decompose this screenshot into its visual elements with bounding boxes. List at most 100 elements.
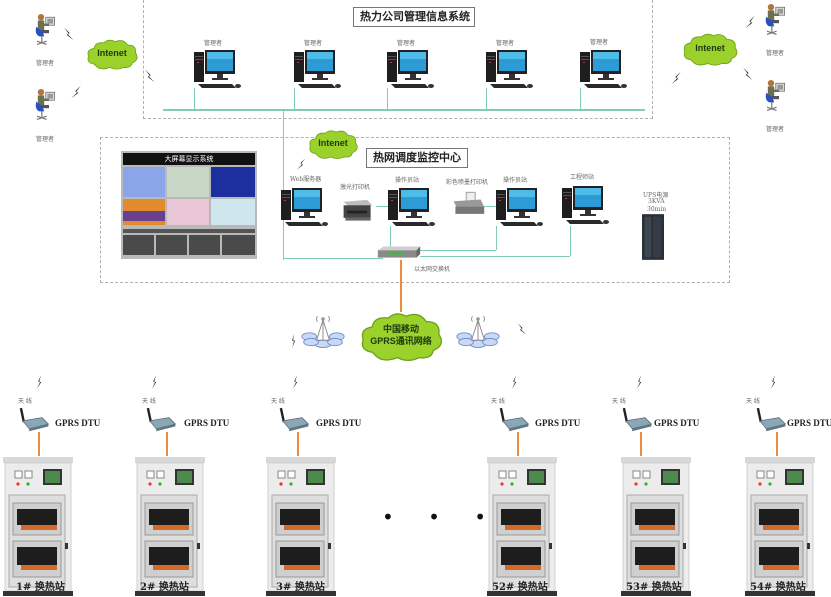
remote-user-label: 管理者	[766, 50, 785, 57]
wireless-bolt-icon	[764, 372, 783, 392]
terminal-label: 管理者	[590, 39, 609, 46]
gprs-dtu-icon	[278, 408, 310, 432]
control-cabinet-icon	[745, 457, 815, 597]
laser-printer-icon	[340, 194, 376, 222]
ethernet-switch-icon	[376, 246, 422, 260]
ups-capacity: 3KVA	[648, 198, 665, 205]
fiber-link	[400, 260, 402, 312]
gprs-dtu-icon	[755, 408, 787, 432]
web-server-icon	[279, 186, 329, 230]
lan-drop	[387, 88, 388, 109]
lan-trunk	[283, 110, 284, 260]
mis-system-title: 热力公司管理信息系统	[353, 7, 475, 27]
terminal-label: 管理者	[204, 40, 223, 47]
fiber-link	[517, 432, 519, 456]
fiber-link	[640, 432, 642, 456]
wireless-bolt-icon	[514, 322, 530, 336]
device-label: 工程师站	[570, 174, 595, 181]
control-cabinet-icon	[135, 457, 205, 597]
mis-system-boundary	[143, 0, 653, 119]
station-name: 52# 换热站	[492, 582, 548, 593]
wireless-bolt-icon	[742, 14, 758, 30]
monitor-center-boundary	[100, 137, 730, 283]
dtu-label: GPRS DTU	[535, 418, 581, 428]
lan-drop	[294, 88, 295, 109]
gprs-dtu-icon	[18, 408, 50, 432]
computer-icon	[578, 48, 628, 92]
computer-icon	[192, 48, 242, 92]
control-cabinet-icon	[621, 457, 691, 597]
antenna-label: 天 线	[746, 398, 760, 405]
wireless-bolt-icon	[145, 372, 164, 392]
device-label: 激光打印机	[340, 184, 371, 191]
wireless-bolt-icon	[630, 372, 649, 392]
device-label: 彩色喷墨打印机	[446, 179, 489, 186]
inkjet-printer-icon	[450, 190, 486, 218]
station-name: 54# 换热站	[750, 582, 806, 593]
remote-user-icon	[33, 12, 57, 48]
ellipsis-more-stations: • • •	[382, 505, 501, 529]
computer-icon	[385, 48, 435, 92]
big-screen-title: 大屏幕显示系统	[164, 155, 214, 163]
wireless-bolt-icon	[505, 372, 524, 392]
computer-icon	[292, 48, 342, 92]
fiber-link	[38, 432, 40, 456]
lan-drop	[486, 88, 487, 109]
internet-cloud-center: Intenet	[306, 127, 360, 161]
ups-cabinet-icon	[642, 214, 664, 260]
control-cabinet-icon	[487, 457, 557, 597]
device-label: Web服务器	[290, 176, 322, 183]
antenna-label: 天 线	[18, 398, 32, 405]
ups-label: UPS电源	[643, 192, 669, 199]
station-name: 3# 换热站	[276, 582, 325, 593]
engineer-station-icon	[560, 184, 610, 228]
antenna-label: 天 线	[142, 398, 156, 405]
remote-user-label: 管理者	[766, 126, 785, 133]
cloud-label: Intenet	[695, 43, 725, 53]
terminal-label: 管理者	[397, 40, 416, 47]
antenna-label: 天 线	[491, 398, 505, 405]
fiber-link	[776, 432, 778, 456]
gprs-network-label-line2: GPRS通讯网络	[370, 336, 432, 346]
control-cabinet-icon	[266, 457, 336, 597]
cloud-label: Intenet	[97, 48, 127, 58]
fiber-link	[297, 432, 299, 456]
wireless-bolt-icon	[68, 84, 84, 100]
dtu-label: GPRS DTU	[316, 418, 362, 428]
station-name: 53# 换热站	[626, 582, 682, 593]
antenna-label: 天 线	[271, 398, 285, 405]
video-wall-icon	[121, 151, 257, 259]
computer-icon	[484, 48, 534, 92]
dtu-label: GPRS DTU	[184, 418, 230, 428]
remote-user-icon	[763, 2, 787, 38]
cloud-label: Intenet	[318, 138, 348, 148]
dtu-label: GPRS DTU	[55, 418, 101, 428]
lan-link	[496, 226, 497, 250]
wireless-bolt-icon	[286, 372, 305, 392]
terminal-label: 管理者	[496, 40, 515, 47]
ups-duration: 30min	[647, 206, 667, 213]
lan-link	[283, 258, 383, 259]
device-label: 操作员站	[395, 177, 420, 184]
station-name: 1# 换热站	[16, 582, 65, 593]
lan-link	[420, 256, 570, 257]
lan-link	[484, 206, 496, 207]
antenna-label: 天 线	[612, 398, 626, 405]
monitor-center-title: 热网调度监控中心	[366, 148, 468, 168]
wireless-bolt-icon	[30, 372, 49, 392]
gprs-dtu-icon	[498, 408, 530, 432]
mis-lan-bus	[163, 109, 645, 111]
device-label: 操作员站	[503, 177, 528, 184]
internet-cloud-right: Intenet	[680, 30, 740, 68]
fiber-link	[166, 432, 168, 456]
gprs-dtu-icon	[621, 408, 653, 432]
lan-link	[376, 206, 388, 207]
lan-link	[390, 226, 391, 248]
gprs-dtu-icon	[145, 408, 177, 432]
remote-user-label: 管理者	[36, 136, 55, 143]
cell-tower-icon	[455, 312, 501, 350]
wireless-bolt-icon	[142, 68, 158, 84]
gprs-network-cloud: 中国移动 GPRS通讯网络	[356, 306, 446, 366]
wireless-bolt-icon	[740, 66, 756, 82]
lan-link	[570, 226, 571, 256]
